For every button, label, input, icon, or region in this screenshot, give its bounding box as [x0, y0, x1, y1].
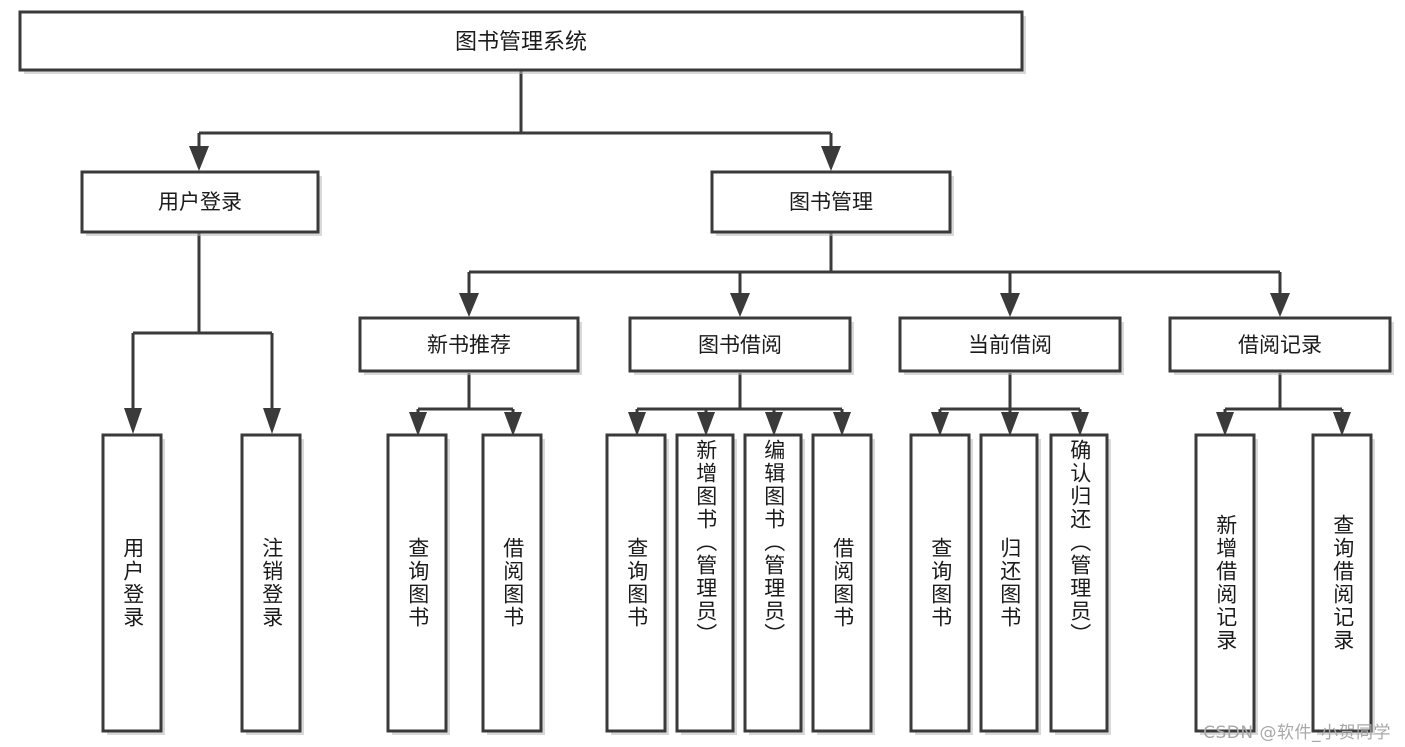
arrow-to-leaf-query-record [1333, 412, 1351, 436]
arrow-to-book-manage [821, 146, 841, 171]
node-current-borrow-rect[interactable] [898, 316, 1122, 373]
arrow-to-leaf-edit-book [765, 412, 783, 436]
leaf-query-book-2-rect[interactable] [605, 433, 667, 733]
node-root[interactable]: 图书管理系统 [18, 10, 1026, 74]
node-book-manage-rect[interactable] [710, 170, 952, 234]
node-user-login[interactable]: 用户登录 [80, 170, 322, 236]
arrow-to-book-borrow [730, 293, 750, 317]
node-new-book-recommend-label: 新书推荐 [427, 333, 511, 357]
csdn-watermark: CSDN @软件_小贺同学 [1203, 723, 1391, 743]
node-borrow-record-label: 借阅记录 [1238, 333, 1322, 357]
arrow-to-leaf-confirm-return [1071, 412, 1089, 436]
leaf-query-book-3-rect[interactable] [909, 433, 971, 733]
leaf-boxes-layer [101, 433, 1375, 735]
arrow-to-current-borrow [1000, 293, 1020, 317]
arrow-to-borrow-record [1270, 293, 1290, 317]
leaf-add-book-rect[interactable] [675, 433, 735, 733]
node-book-manage-label: 图书管理 [789, 190, 873, 214]
node-user-login-rect[interactable] [80, 170, 320, 234]
arrow-to-leaf-query-book-3 [931, 412, 949, 436]
node-new-book-recommend[interactable]: 新书推荐 [358, 316, 582, 375]
leaf-edit-book-rect[interactable] [743, 433, 803, 733]
arrow-to-leaf-borrow-book-1 [504, 412, 522, 436]
connector-layer [124, 70, 1351, 436]
leaf-borrow-book-1-rect[interactable] [481, 433, 543, 733]
arrow-to-user-login [189, 146, 209, 171]
node-new-book-recommend-rect[interactable] [358, 316, 580, 373]
arrow-to-leaf-query-book-2 [628, 412, 646, 436]
leaf-borrow-book-2-rect[interactable] [811, 433, 873, 733]
node-root-label: 图书管理系统 [455, 30, 587, 55]
leaf-query-book-1-rect[interactable] [386, 433, 448, 733]
node-book-borrow-rect[interactable] [628, 316, 852, 373]
arrow-to-leaf-user-login [124, 408, 142, 434]
leaf-confirm-return-rect[interactable] [1049, 433, 1109, 733]
arrow-to-leaf-add-book [697, 412, 715, 436]
node-user-login-label: 用户登录 [158, 190, 242, 214]
node-borrow-record-rect[interactable] [1168, 316, 1392, 373]
node-current-borrow-label: 当前借阅 [968, 333, 1052, 357]
node-book-manage[interactable]: 图书管理 [710, 170, 954, 236]
node-root-rect[interactable] [18, 10, 1024, 72]
node-current-borrow[interactable]: 当前借阅 [898, 316, 1124, 375]
leaf-query-record-rect[interactable] [1311, 433, 1373, 733]
arrow-to-leaf-query-book-1 [409, 412, 427, 436]
arrow-to-leaf-add-record [1216, 412, 1234, 436]
arrow-to-leaf-user-logout [263, 408, 281, 434]
leaf-add-record-rect[interactable] [1194, 433, 1256, 733]
node-book-borrow[interactable]: 图书借阅 [628, 316, 854, 375]
node-book-borrow-label: 图书借阅 [698, 333, 782, 357]
arrow-to-new-book-recommend [459, 293, 479, 317]
leaf-user-logout-rect[interactable] [240, 433, 302, 733]
node-borrow-record[interactable]: 借阅记录 [1168, 316, 1394, 375]
leaf-user-login-rect[interactable] [101, 433, 163, 733]
leaf-return-book-rect[interactable] [979, 433, 1039, 733]
arrow-to-leaf-return-book [1001, 412, 1019, 436]
arrow-to-leaf-borrow-book-2 [833, 412, 851, 436]
